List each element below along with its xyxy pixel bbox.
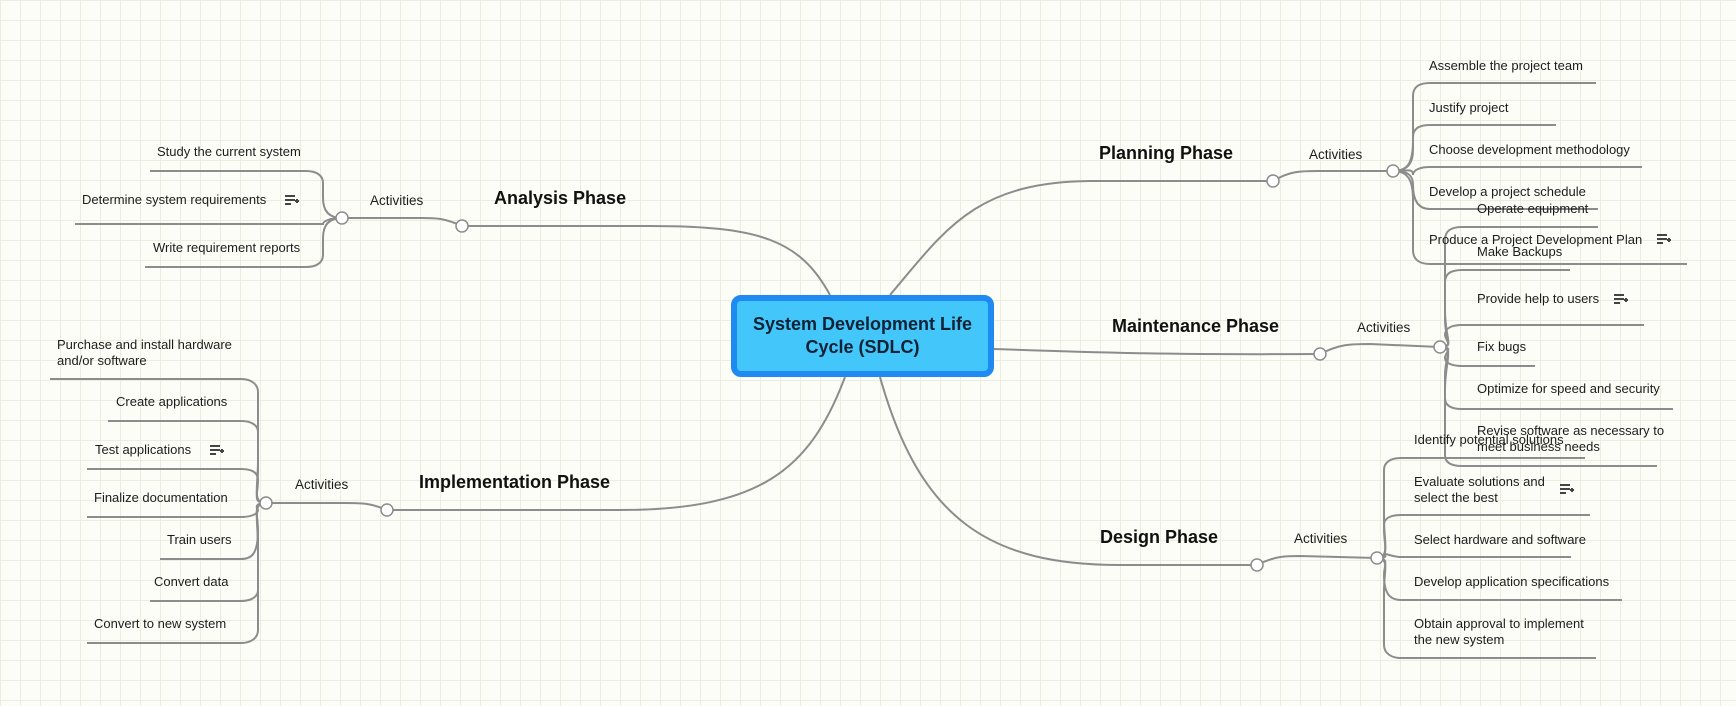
maintenance-item[interactable]: Revise software as necessary to meet bus… bbox=[1477, 423, 1665, 454]
note-add-icon[interactable] bbox=[1614, 293, 1628, 304]
planning-phase-topic[interactable]: Planning Phase bbox=[1099, 143, 1234, 163]
analysis-item[interactable]: Write requirement reports bbox=[153, 240, 301, 255]
central-topic[interactable]: System Development Life Cycle (SDLC) bbox=[731, 295, 994, 377]
planning-item[interactable]: Choose development methodology bbox=[1429, 142, 1630, 157]
analysis-item[interactable]: Determine system requirements bbox=[82, 192, 267, 207]
planning-item[interactable]: Assemble the project team bbox=[1429, 58, 1583, 73]
maintenance-item[interactable]: Make Backups bbox=[1477, 244, 1563, 259]
analysis-phase-topic[interactable]: Analysis Phase bbox=[494, 188, 627, 208]
implementation-item[interactable]: Convert to new system bbox=[94, 616, 227, 631]
connector-design-activities bbox=[1256, 554, 1378, 566]
connector-root-design bbox=[879, 376, 1257, 566]
collapse-toggle-icon bbox=[259, 496, 273, 510]
implementation-item[interactable]: Convert data bbox=[154, 574, 229, 589]
design-item[interactable]: Obtain approval to implement the new sys… bbox=[1414, 616, 1584, 647]
planning-item[interactable]: Develop a project schedule bbox=[1429, 184, 1586, 199]
implementation-item[interactable]: Train users bbox=[167, 532, 232, 547]
connector-analysis-activities bbox=[342, 217, 463, 227]
analysis-activities-label[interactable]: Activities bbox=[370, 193, 424, 208]
implementation-item[interactable]: Finalize documentation bbox=[94, 490, 228, 505]
maintenance-item[interactable]: Optimize for speed and security bbox=[1477, 381, 1660, 396]
design-item[interactable]: Develop application specifications bbox=[1414, 574, 1610, 589]
collapse-toggle-icon bbox=[380, 503, 394, 517]
planning-item[interactable]: Justify project bbox=[1429, 100, 1509, 115]
collapse-toggle-icon bbox=[1370, 551, 1384, 565]
design-activities-label[interactable]: Activities bbox=[1294, 531, 1348, 546]
design-phase-topic[interactable]: Design Phase bbox=[1100, 527, 1219, 547]
design-item[interactable]: Select hardware and software bbox=[1414, 532, 1586, 547]
maintenance-phase-topic[interactable]: Maintenance Phase bbox=[1112, 316, 1280, 336]
connector-planning-activities bbox=[1272, 170, 1393, 182]
collapse-toggle-icon bbox=[335, 211, 349, 225]
connector-root-analysis bbox=[462, 225, 831, 296]
implementation-item[interactable]: Test applications bbox=[95, 442, 192, 457]
connector-root-implementation bbox=[387, 376, 846, 511]
central-topic-label: System Development Life Cycle (SDLC) bbox=[752, 314, 973, 357]
implementation-item[interactable]: Purchase and install hardware and/or sof… bbox=[57, 337, 232, 368]
collapse-toggle-icon bbox=[455, 219, 469, 233]
connector-root-maintenance bbox=[993, 348, 1321, 356]
connector-root-planning bbox=[889, 180, 1273, 296]
maintenance-activities-label[interactable]: Activities bbox=[1357, 320, 1411, 335]
maintenance-item[interactable]: Operate equipment bbox=[1477, 201, 1589, 216]
note-add-icon[interactable] bbox=[210, 444, 224, 455]
implementation-item[interactable]: Create applications bbox=[116, 394, 228, 409]
note-add-icon[interactable] bbox=[1560, 483, 1574, 494]
connector-implementation-activities bbox=[266, 502, 388, 511]
design-item[interactable]: Identify potential solutions bbox=[1414, 432, 1564, 447]
collapse-toggle-icon bbox=[1250, 558, 1264, 572]
implementation-phase-topic[interactable]: Implementation Phase bbox=[419, 472, 611, 492]
analysis-item[interactable]: Study the current system bbox=[157, 144, 301, 159]
maintenance-item[interactable]: Fix bugs bbox=[1477, 339, 1527, 354]
collapse-toggle-icon bbox=[1266, 174, 1280, 188]
connector-maintenance-activities bbox=[1319, 342, 1441, 355]
note-add-icon[interactable] bbox=[285, 194, 299, 205]
maintenance-item[interactable]: Provide help to users bbox=[1477, 291, 1600, 306]
implementation-activities-label[interactable]: Activities bbox=[295, 477, 349, 492]
collapse-toggle-icon bbox=[1433, 340, 1447, 354]
note-add-icon[interactable] bbox=[1657, 233, 1671, 244]
planning-item[interactable]: Produce a Project Development Plan bbox=[1429, 232, 1643, 247]
collapse-toggle-icon bbox=[1386, 164, 1400, 178]
design-item[interactable]: Evaluate solutions and select the best bbox=[1414, 474, 1545, 505]
collapse-toggle-icon bbox=[1313, 347, 1327, 361]
planning-activities-label[interactable]: Activities bbox=[1309, 147, 1363, 162]
